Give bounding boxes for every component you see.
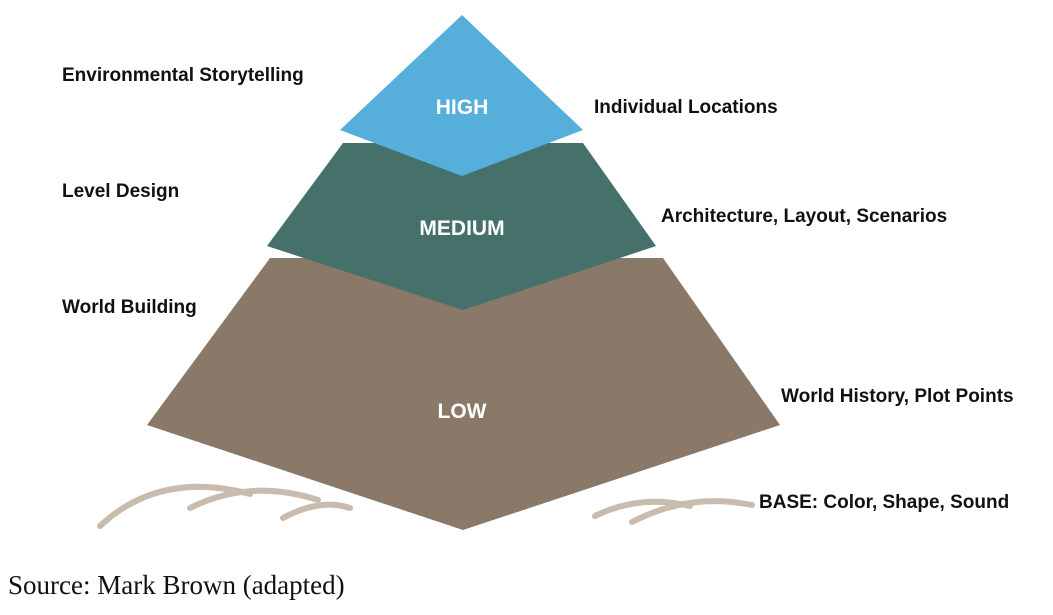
tier-medium-label: MEDIUM — [419, 217, 504, 240]
mound-left-2 — [187, 487, 321, 511]
base-label: BASE: Color, Shape, Sound — [759, 492, 1009, 513]
left-label-low: World Building — [62, 297, 197, 318]
right-label-high: Individual Locations — [594, 97, 778, 118]
mound-left-1 — [97, 483, 253, 529]
tier-low-label: LOW — [438, 400, 487, 423]
tier-high-label: HIGH — [436, 96, 489, 119]
left-label-medium: Level Design — [62, 181, 179, 202]
tier-low — [147, 258, 780, 530]
right-label-low: World History, Plot Points — [781, 386, 1014, 407]
mound-left-3 — [280, 501, 353, 521]
left-label-high: Environmental Storytelling — [62, 65, 304, 86]
tier-high — [340, 15, 583, 176]
mound-right-2 — [629, 498, 755, 525]
tier-medium — [267, 143, 656, 310]
base-mounds-right — [592, 498, 755, 525]
right-label-medium: Architecture, Layout, Scenarios — [661, 206, 947, 227]
source-caption: Source: Mark Brown (adapted) — [8, 570, 345, 600]
pyramid-diagram: HIGH MEDIUM LOW Environmental Storytelli… — [62, 15, 1014, 530]
base-mounds-left — [97, 483, 353, 529]
